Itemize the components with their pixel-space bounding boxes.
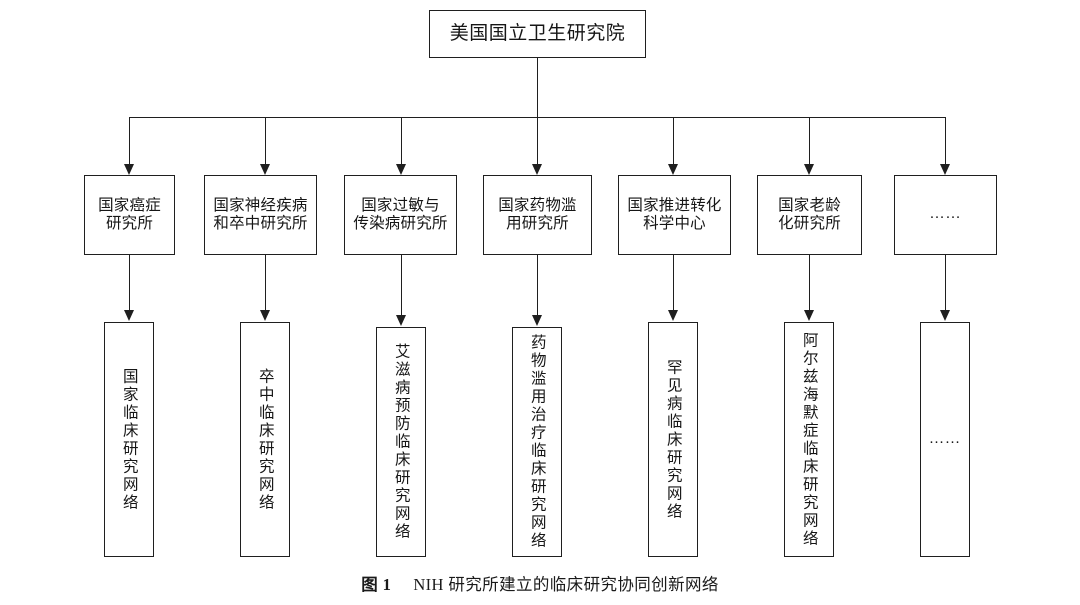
institute-box-7-ellipsis: …… bbox=[894, 175, 997, 255]
network-box-6: 阿尔兹海默症临床研究网络 bbox=[784, 322, 834, 557]
institute-label-7: …… bbox=[929, 206, 962, 223]
figure-caption-text: NIH 研究所建立的临床研究协同创新网络 bbox=[413, 575, 719, 594]
network-drop-line-5 bbox=[673, 255, 674, 311]
network-box-5: 罕见病临床研究网络 bbox=[648, 322, 698, 557]
bus-drop-line-5 bbox=[673, 117, 674, 165]
institute-box-3: 国家过敏与 传染病研究所 bbox=[344, 175, 457, 255]
institute-label-3: 国家过敏与 传染病研究所 bbox=[353, 196, 448, 232]
network-label-2: 卒中临床研究网络 bbox=[256, 367, 274, 512]
bus-drop-line-4 bbox=[537, 117, 538, 165]
network-drop-line-1 bbox=[129, 255, 130, 311]
bus-drop-arrow-3 bbox=[396, 164, 406, 175]
network-drop-line-3 bbox=[401, 255, 402, 316]
network-label-4: 药物滥用治疗临床研究网络 bbox=[528, 334, 546, 550]
figure-caption: 图 1 NIH 研究所建立的临床研究协同创新网络 bbox=[0, 571, 1080, 595]
network-box-4: 药物滥用治疗临床研究网络 bbox=[512, 327, 562, 557]
bus-drop-arrow-1 bbox=[124, 164, 134, 175]
bus-drop-line-1 bbox=[129, 117, 130, 165]
network-drop-arrow-4 bbox=[532, 315, 542, 326]
network-drop-line-7 bbox=[945, 255, 946, 311]
network-drop-arrow-1 bbox=[124, 310, 134, 321]
institute-box-5: 国家推进转化 科学中心 bbox=[618, 175, 731, 255]
network-drop-arrow-2 bbox=[260, 310, 270, 321]
institute-label-4: 国家药物滥 用研究所 bbox=[498, 196, 577, 232]
network-drop-arrow-5 bbox=[668, 310, 678, 321]
network-box-1: 国家临床研究网络 bbox=[104, 322, 154, 557]
bus-drop-line-7 bbox=[945, 117, 946, 165]
bus-drop-arrow-5 bbox=[668, 164, 678, 175]
network-label-7: …… bbox=[929, 430, 961, 447]
network-drop-line-4 bbox=[537, 255, 538, 316]
root-stem-line bbox=[537, 58, 538, 117]
network-box-7-ellipsis: …… bbox=[920, 322, 970, 557]
root-node-label: 美国国立卫生研究院 bbox=[449, 22, 626, 44]
network-drop-line-2 bbox=[265, 255, 266, 311]
institute-label-5: 国家推进转化 科学中心 bbox=[627, 196, 722, 232]
institute-label-1: 国家癌症 研究所 bbox=[98, 196, 161, 232]
network-drop-line-6 bbox=[809, 255, 810, 311]
bus-drop-line-3 bbox=[401, 117, 402, 165]
network-drop-arrow-3 bbox=[396, 315, 406, 326]
bus-drop-arrow-4 bbox=[532, 164, 542, 175]
institute-box-1: 国家癌症 研究所 bbox=[84, 175, 175, 255]
institute-label-2: 国家神经疾病 和卒中研究所 bbox=[213, 196, 308, 232]
institute-box-4: 国家药物滥 用研究所 bbox=[483, 175, 592, 255]
institute-box-6: 国家老龄 化研究所 bbox=[757, 175, 862, 255]
figure-number: 图 1 bbox=[361, 575, 392, 594]
network-drop-arrow-6 bbox=[804, 310, 814, 321]
bus-drop-arrow-2 bbox=[260, 164, 270, 175]
network-label-5: 罕见病临床研究网络 bbox=[664, 358, 682, 521]
network-label-1: 国家临床研究网络 bbox=[120, 367, 138, 512]
network-label-6: 阿尔兹海默症临床研究网络 bbox=[800, 331, 818, 548]
root-node-nih: 美国国立卫生研究院 bbox=[429, 10, 646, 58]
bus-drop-arrow-7 bbox=[940, 164, 950, 175]
bus-drop-line-2 bbox=[265, 117, 266, 165]
network-box-2: 卒中临床研究网络 bbox=[240, 322, 290, 557]
institute-box-2: 国家神经疾病 和卒中研究所 bbox=[204, 175, 317, 255]
institute-label-6: 国家老龄 化研究所 bbox=[778, 196, 841, 232]
network-drop-arrow-7 bbox=[940, 310, 950, 321]
bus-drop-arrow-6 bbox=[804, 164, 814, 175]
network-box-3: 艾滋病预防临床研究网络 bbox=[376, 327, 426, 557]
bus-drop-line-6 bbox=[809, 117, 810, 165]
network-label-3: 艾滋病预防临床研究网络 bbox=[392, 343, 410, 541]
